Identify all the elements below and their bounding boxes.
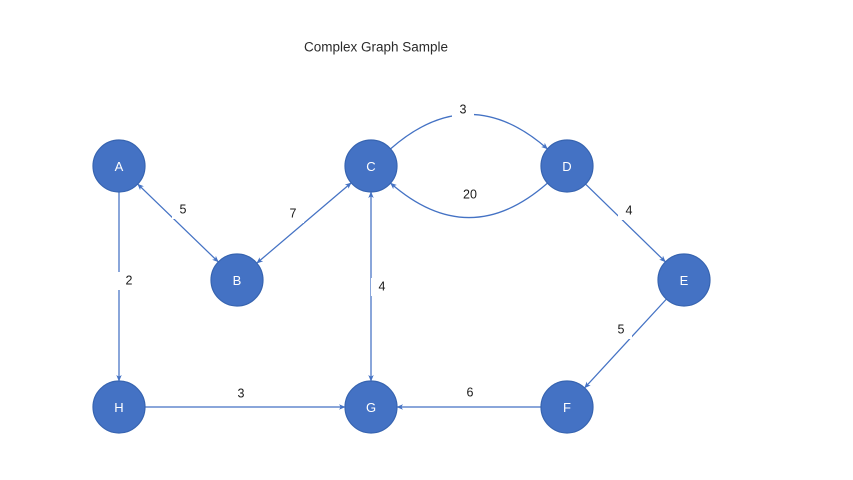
- edge-weight-d-e: 4: [626, 203, 633, 217]
- node-b[interactable]: B: [210, 253, 264, 307]
- node-h[interactable]: H: [92, 380, 146, 434]
- node-circle-d[interactable]: [540, 139, 594, 193]
- node-circle-b[interactable]: [210, 253, 264, 307]
- edge-weight-halo: [618, 202, 640, 220]
- weight-layer: 5 7 2 3 20 4 5 6 3 4: [118, 101, 640, 403]
- edge-weight-c-d: 3: [460, 102, 467, 116]
- node-d[interactable]: D: [540, 139, 594, 193]
- edge-c-d: [390, 113, 548, 150]
- edge-weight-c-g: 4: [379, 279, 386, 293]
- edge-e-f: [584, 298, 667, 389]
- node-f[interactable]: F: [540, 380, 594, 434]
- edge-layer: [116, 113, 667, 410]
- edge-weight-halo: [459, 384, 481, 402]
- node-layer: A B C D E F G H: [92, 139, 711, 434]
- node-label-c: C: [366, 159, 375, 174]
- edge-weight-halo: [371, 278, 393, 296]
- edge-weight-b-c: 7: [290, 206, 297, 220]
- edge-weight-e-f: 5: [618, 322, 625, 336]
- edge-weight-halo: [118, 272, 140, 290]
- edge-weight-d-c: 20: [463, 187, 477, 201]
- node-label-e: E: [680, 273, 689, 288]
- node-label-d: D: [562, 159, 571, 174]
- edge-weight-halo: [459, 186, 481, 204]
- node-label-b: B: [233, 273, 242, 288]
- node-g[interactable]: G: [344, 380, 398, 434]
- node-a[interactable]: A: [92, 139, 146, 193]
- edge-weight-a-h: 2: [126, 273, 133, 287]
- edge-weight-h-g: 3: [238, 386, 245, 400]
- node-circle-a[interactable]: [92, 139, 146, 193]
- node-circle-e[interactable]: [657, 253, 711, 307]
- edge-weight-halo: [230, 385, 252, 403]
- node-circle-c[interactable]: [344, 139, 398, 193]
- edge-d-c: [390, 182, 548, 219]
- node-label-g: G: [366, 400, 376, 415]
- node-c[interactable]: C: [344, 139, 398, 193]
- edge-weight-f-g: 6: [467, 385, 474, 399]
- edge-weight-halo: [452, 101, 474, 119]
- node-label-a: A: [115, 159, 124, 174]
- node-circle-f[interactable]: [540, 380, 594, 434]
- edge-weight-halo: [610, 321, 632, 339]
- node-circle-g[interactable]: [344, 380, 398, 434]
- node-label-h: H: [114, 400, 123, 415]
- node-e[interactable]: E: [657, 253, 711, 307]
- edge-a-b: [137, 183, 219, 263]
- node-label-f: F: [563, 400, 571, 415]
- page-title: Complex Graph Sample: [304, 40, 448, 55]
- edge-weight-halo: [282, 205, 304, 223]
- node-circle-h[interactable]: [92, 380, 146, 434]
- edge-d-e: [585, 183, 666, 263]
- edge-weight-halo: [172, 201, 194, 219]
- edge-weight-a-b: 5: [180, 202, 187, 216]
